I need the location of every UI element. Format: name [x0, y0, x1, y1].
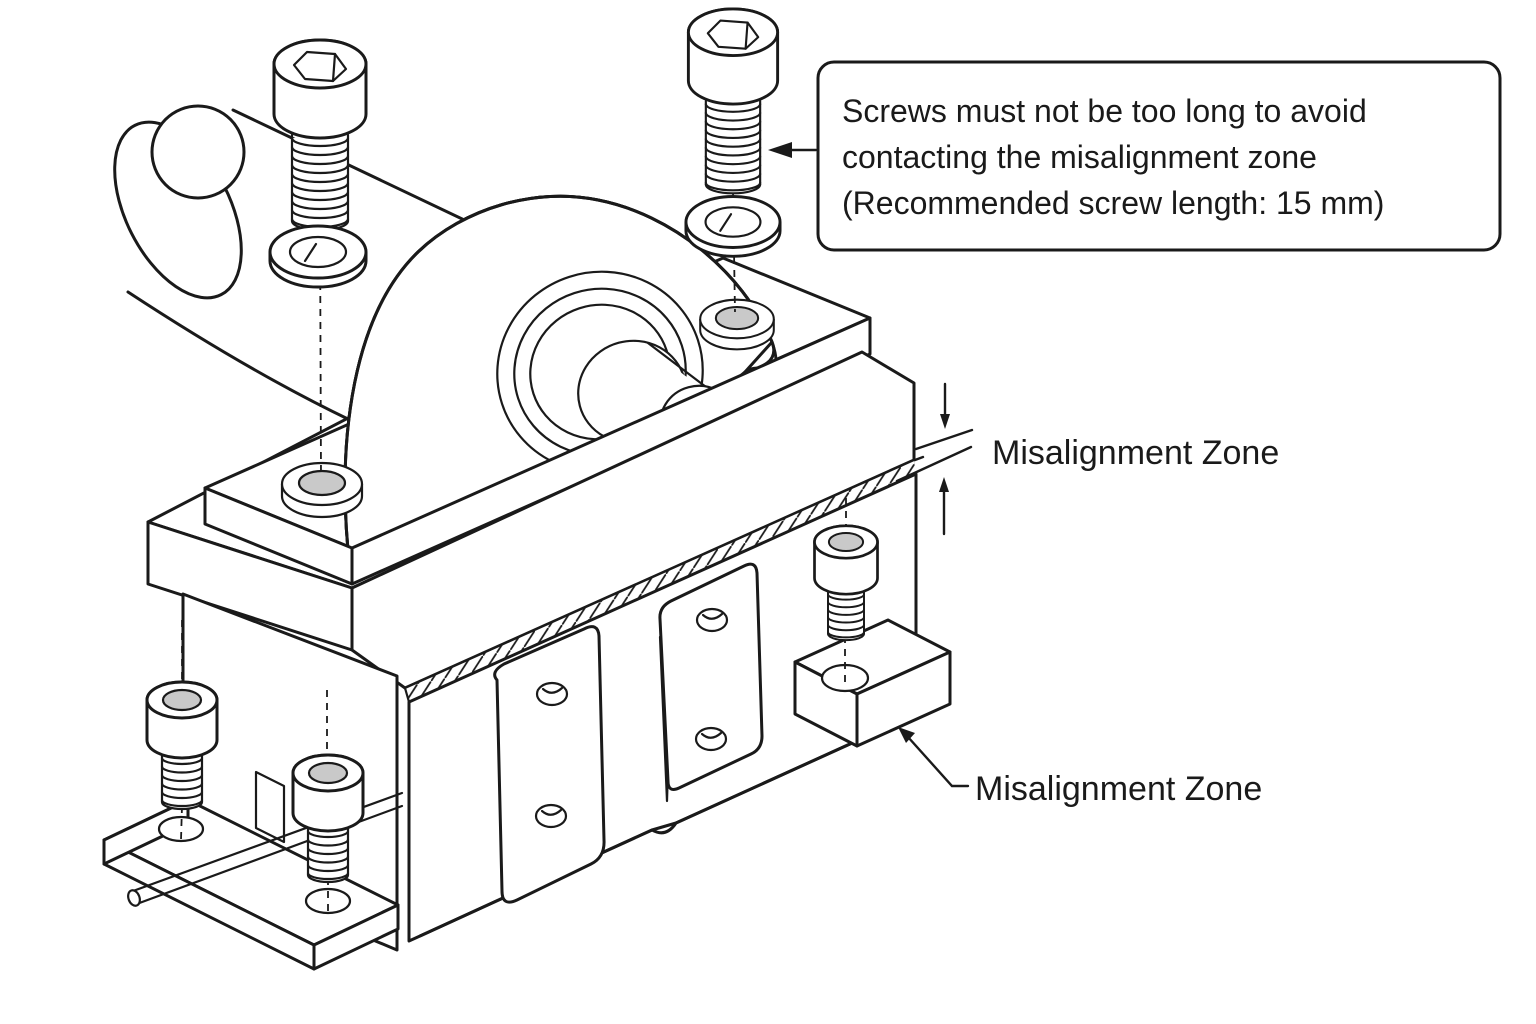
callout-line-3: (Recommended screw length: 15 mm)	[842, 185, 1384, 221]
callout-arrow	[768, 142, 792, 158]
bearing-foot-pad-front	[203, 316, 872, 586]
callout-box: Screws must not be too long to avoid con…	[768, 60, 1502, 252]
input-shaft-cylinder	[113, 104, 500, 422]
alignment-tab	[254, 770, 286, 844]
flexure-plate-right	[658, 562, 764, 791]
misalignment-zone-label-upper: Misalignment Zone	[992, 434, 1279, 472]
bearing-rings	[496, 270, 704, 474]
callout-line-1: Screws must not be too long to avoid	[842, 93, 1367, 129]
left-base-flange	[102, 798, 400, 971]
mount-boss-right	[699, 298, 775, 351]
misalignment-gap-indicator	[895, 382, 974, 536]
washer-top-right	[684, 195, 782, 258]
right-foot-flange	[793, 618, 952, 748]
mount-boss-left	[280, 461, 364, 519]
pillow-block-bearing-housing	[343, 194, 778, 552]
flexure-plate-left	[493, 625, 606, 904]
socket-head-screw-top-right	[686, 7, 780, 195]
lower-zone-leader	[898, 727, 970, 788]
callout-line-2: contacting the misalignment zone	[842, 139, 1317, 175]
base-hole-left	[157, 815, 205, 843]
misalignment-zone-label-lower: Misalignment Zone	[975, 770, 1262, 808]
base-hole-right	[304, 887, 352, 915]
washer-top-left	[268, 224, 368, 289]
